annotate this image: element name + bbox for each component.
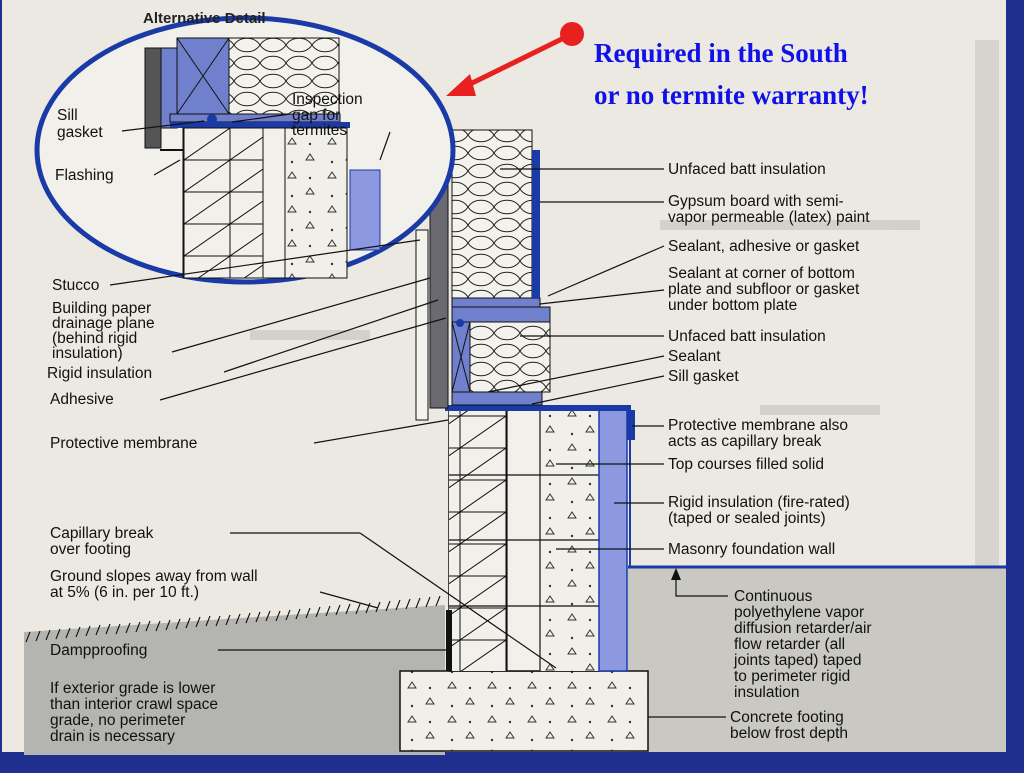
gypsum-board <box>532 150 540 298</box>
leader-rigid-insulation <box>223 299 439 373</box>
rim-joist-x <box>451 321 471 393</box>
label-ground-slopes-1: Ground slopes away from wall <box>50 568 258 585</box>
leader-polyethylene-arrow <box>671 568 681 580</box>
label-building-paper-1: Building paper <box>52 300 151 317</box>
label-rigid-insulation-fire-2: (taped or sealed joints) <box>668 510 826 527</box>
inset-sill-gasket-leader <box>121 120 205 132</box>
annotation-arrow <box>446 22 584 96</box>
label-building-paper-4: insulation) <box>52 345 123 362</box>
label-top-courses: Top courses filled solid <box>668 456 824 473</box>
ground-fill <box>24 605 445 755</box>
leader-sill-gasket <box>531 375 665 405</box>
inset-inspection-leader-a <box>231 113 291 123</box>
label-capillary-break-2: over footing <box>50 541 131 558</box>
leader-sealant-adhesive <box>547 245 665 297</box>
label-protective-membrane: Protective membrane <box>50 435 197 452</box>
label-exterior-grade-2: than interior crawl space <box>50 696 218 713</box>
label-exterior-grade-1: If exterior grade is lower <box>50 680 215 697</box>
label-protective-membrane-also-1: Protective membrane also <box>668 417 848 434</box>
label-gypsum-board-1: Gypsum board with semi- <box>668 193 844 210</box>
leader-sealant-corner <box>539 289 665 305</box>
inset-inspection-gap-label-1: Inspection <box>292 91 363 108</box>
label-ground-slopes-2: at 5% (6 in. per 10 ft.) <box>50 584 199 601</box>
alternative-detail-inset <box>34 15 456 285</box>
poly-wrap-line <box>629 410 1006 568</box>
grass-ticks <box>25 595 441 643</box>
label-rigid-insulation: Rigid insulation <box>47 365 152 382</box>
label-masonry-wall: Masonry foundation wall <box>668 541 835 558</box>
leader-adhesive <box>159 317 447 401</box>
label-polyethylene-5: joints taped) taped <box>733 652 862 669</box>
label-building-paper-3: (behind rigid <box>52 330 137 347</box>
inset-sill-gasket-label-1: Sill <box>57 107 78 124</box>
label-unfaced-batt-bottom: Unfaced batt insulation <box>668 328 826 345</box>
label-sill-gasket: Sill gasket <box>668 368 739 385</box>
leader-sealant <box>487 355 665 393</box>
lower-batt-insulation <box>469 321 551 393</box>
label-sealant-corner-2: plate and subfloor or gasket <box>668 281 860 298</box>
label-stucco: Stucco <box>52 277 99 294</box>
label-polyethylene-4: flow retarder (all <box>734 636 845 653</box>
protective-membrane <box>445 405 631 411</box>
label-concrete-footing-1: Concrete footing <box>730 709 844 726</box>
inset-flashing-leader <box>153 159 181 176</box>
inset-inspection-gap-label-2: gap for <box>292 107 340 124</box>
annotation-line-2: or no termite warranty! <box>594 80 869 110</box>
label-sealant-adhesive: Sealant, adhesive or gasket <box>668 238 860 255</box>
label-sealant-corner-1: Sealant at corner of bottom <box>668 265 855 282</box>
concrete-footing <box>399 670 649 752</box>
annotation-line-1: Required in the South <box>594 38 848 68</box>
leader-capillary-break-diag <box>359 532 557 669</box>
label-polyethylene-3: diffusion retarder/air <box>734 620 872 637</box>
bottom-plate <box>451 297 541 308</box>
leader-building-paper <box>171 277 431 353</box>
diagram-title: Alternative Detail <box>143 10 266 27</box>
inset-inspection-gap-label-3: termites <box>292 122 347 139</box>
rigid-insulation-interior <box>598 409 628 672</box>
label-polyethylene-1: Continuous <box>734 588 813 605</box>
dampproofing-strip <box>446 610 452 671</box>
label-unfaced-batt-top: Unfaced batt insulation <box>668 161 826 178</box>
sealant-bead <box>456 319 464 327</box>
label-gypsum-board-2: vapor permeable (latex) paint <box>668 209 870 226</box>
ground-right <box>628 568 1006 752</box>
inset-inspection-leader-b <box>379 131 391 161</box>
label-adhesive: Adhesive <box>50 391 114 408</box>
leader-ground-slopes <box>319 591 379 609</box>
label-polyethylene-2: polyethylene vapor <box>734 604 864 621</box>
upper-batt-insulation <box>451 129 533 299</box>
leader-stucco <box>109 239 421 286</box>
label-building-paper-2: drainage plane <box>52 315 155 332</box>
label-capillary-break-1: Capillary break <box>50 525 154 542</box>
label-sealant: Sealant <box>668 348 721 365</box>
subfloor <box>451 306 551 323</box>
sill-plate <box>451 391 543 406</box>
label-dampproofing: Dampproofing <box>50 642 147 659</box>
label-polyethylene-6: to perimeter rigid <box>734 668 850 685</box>
label-exterior-grade-4: drain is necessary <box>50 728 175 745</box>
label-concrete-footing-2: below frost depth <box>730 725 848 742</box>
inset-flashing-label: Flashing <box>55 167 114 184</box>
leader-protective-membrane <box>313 419 449 444</box>
masonry-courses <box>449 408 599 671</box>
label-exterior-grade-3: grade, no perimeter <box>50 712 185 729</box>
label-polyethylene-7: insulation <box>734 684 800 701</box>
label-rigid-insulation-fire-1: Rigid insulation (fire-rated) <box>668 494 850 511</box>
label-protective-membrane-also-2: acts as capillary break <box>668 433 822 450</box>
inset-sill-gasket-label-2: gasket <box>57 124 103 141</box>
label-sealant-corner-3: under bottom plate <box>668 297 797 314</box>
